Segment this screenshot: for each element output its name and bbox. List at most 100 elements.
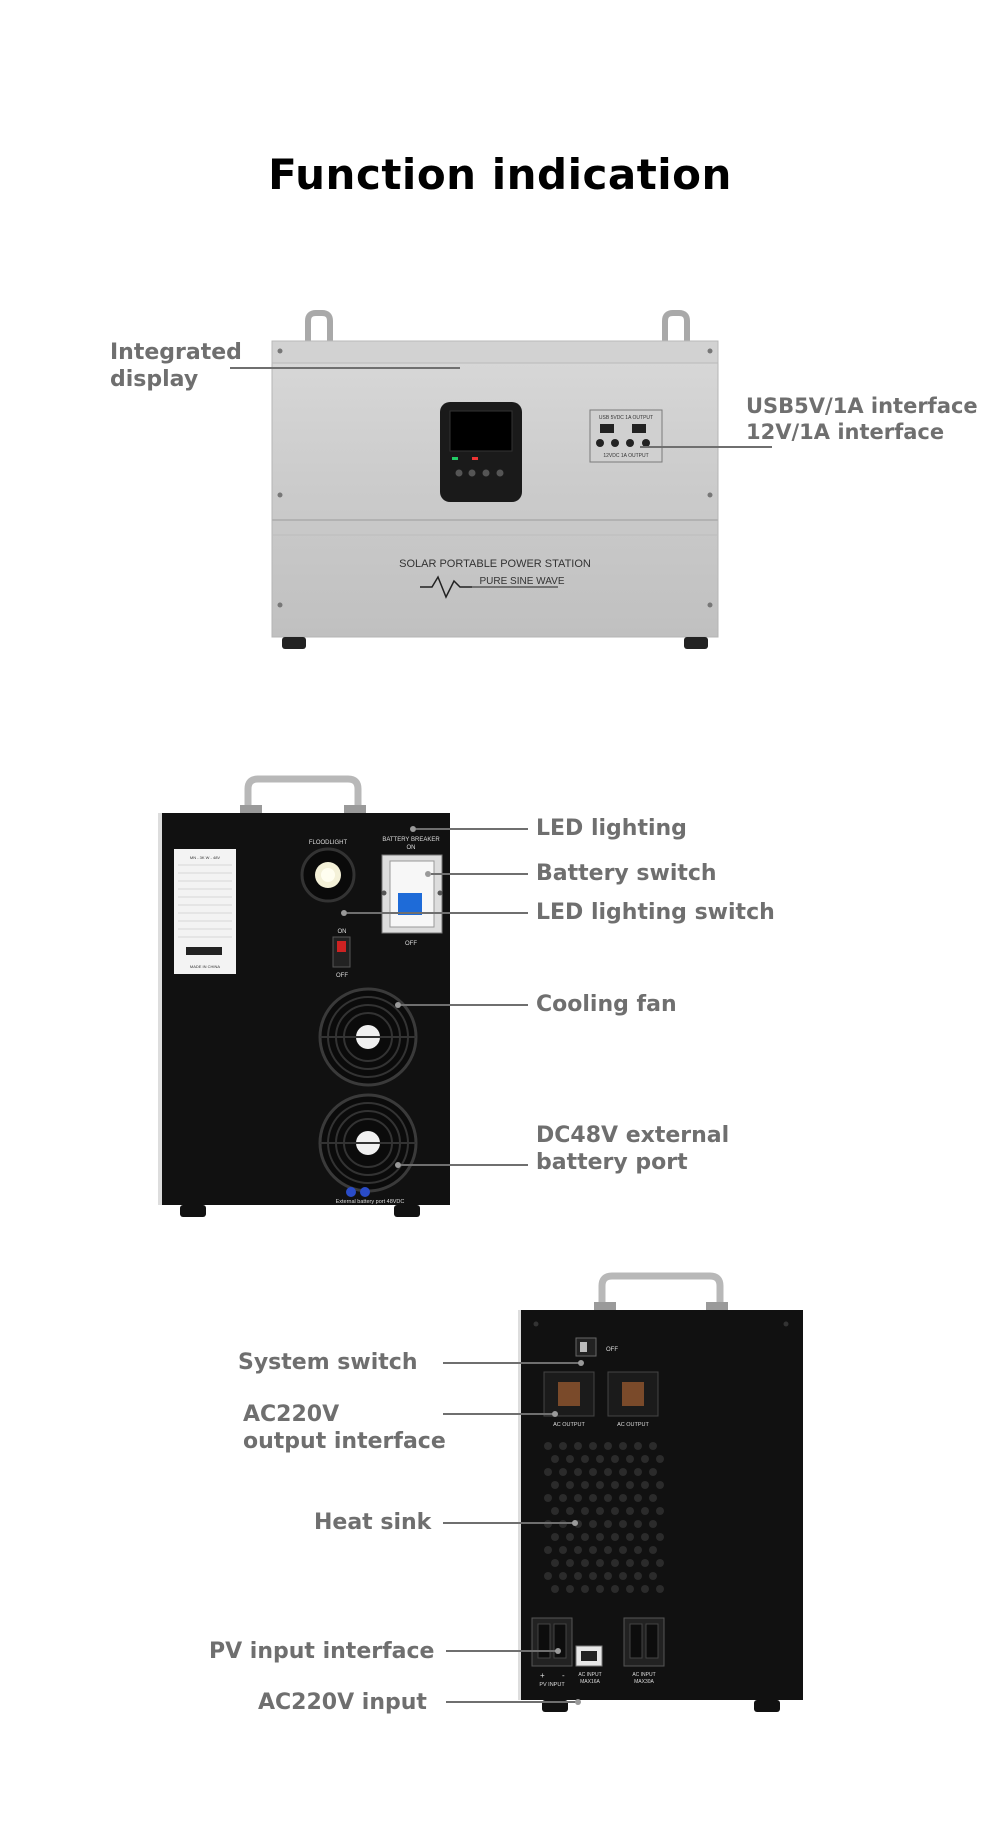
vent-hole: [611, 1455, 619, 1463]
ac-input-1-max: MAX16A: [580, 1679, 600, 1685]
cooling-fan-2: [318, 1093, 418, 1193]
ac-output-1-text: AC OUTPUT: [553, 1422, 585, 1428]
sine-wave-logo: [420, 575, 472, 599]
vent-hole: [641, 1507, 649, 1515]
vent-hole: [589, 1546, 597, 1554]
vent-hole: [551, 1559, 559, 1567]
label-system-switch: System switch: [238, 1350, 418, 1375]
vent-hole: [611, 1585, 619, 1593]
vent-hole: [581, 1559, 589, 1567]
vent-hole: [604, 1520, 612, 1528]
vent-hole: [566, 1559, 574, 1567]
vent-hole: [566, 1533, 574, 1541]
left-handle: [305, 310, 333, 345]
leader-usb-interface: [640, 446, 772, 448]
vent-hole: [581, 1533, 589, 1541]
label-led-lighting-switch: LED lighting switch: [536, 900, 775, 925]
vent-hole: [611, 1481, 619, 1489]
vent-hole: [649, 1546, 657, 1554]
vent-hole: [626, 1559, 634, 1567]
vent-hole: [589, 1494, 597, 1502]
vent-hole: [656, 1455, 664, 1463]
vent-hole: [649, 1572, 657, 1580]
dot-heat-sink: [572, 1520, 578, 1526]
leader-integrated-display: [230, 367, 460, 369]
leader-battery-switch: [431, 873, 528, 875]
floodlight-text: FLOODLIGHT: [309, 840, 348, 846]
dot-battery-switch: [425, 871, 431, 877]
top-handle: [244, 775, 362, 813]
vent-hole: [581, 1507, 589, 1515]
vent-hole: [649, 1520, 657, 1528]
dot-system-switch: [578, 1360, 584, 1366]
back-device-image: OFF AC OUTPUT AC OUTPUT + - PV INPUT AC …: [518, 1272, 803, 1712]
vent-hole: [559, 1468, 567, 1476]
right-handle: [662, 310, 690, 345]
vent-hole: [574, 1442, 582, 1450]
vent-hole: [566, 1455, 574, 1463]
vent-hole: [566, 1481, 574, 1489]
lcd-screen: [449, 410, 513, 452]
vent-hole: [551, 1455, 559, 1463]
vent-hole: [544, 1468, 552, 1476]
vent-hole: [634, 1442, 642, 1450]
dot-ac220v-output: [552, 1411, 558, 1417]
vent-hole: [574, 1546, 582, 1554]
vent-hole: [596, 1481, 604, 1489]
leader-ac220v-output: [443, 1413, 553, 1415]
leader-pv-input-interface: [446, 1650, 556, 1652]
vent-hole: [656, 1507, 664, 1515]
vent-hole: [559, 1442, 567, 1450]
vent-hole: [649, 1442, 657, 1450]
label-ac220v-output: AC220V output interface: [243, 1402, 446, 1454]
vent-hole: [619, 1546, 627, 1554]
usb-panel: [589, 409, 663, 463]
label-usb-interface: USB5V/1A interface 12V/1A interface: [746, 394, 978, 444]
vent-hole: [559, 1546, 567, 1554]
vent-hole: [619, 1468, 627, 1476]
dot-led-lighting: [410, 826, 416, 832]
label-ac220v-input: AC220V input: [258, 1690, 427, 1715]
vent-hole: [596, 1559, 604, 1567]
pv-input-text: PV INPUT: [539, 1682, 565, 1688]
vent-hole: [619, 1494, 627, 1502]
back-top-handle: [598, 1272, 724, 1310]
vent-hole: [551, 1481, 559, 1489]
vent-hole: [604, 1442, 612, 1450]
label-cooling-fan: Cooling fan: [536, 992, 677, 1017]
pv-plus: +: [540, 1671, 545, 1680]
vent-hole: [611, 1507, 619, 1515]
label-pv-input-interface: PV input interface: [209, 1639, 435, 1664]
leader-led-lighting: [416, 828, 528, 830]
vent-hole: [566, 1507, 574, 1515]
vent-hole: [634, 1520, 642, 1528]
vent-hole: [551, 1533, 559, 1541]
vent-hole: [626, 1585, 634, 1593]
cooling-fan-1: [318, 987, 418, 1087]
vent-hole: [641, 1559, 649, 1567]
front-device-image: USB 5VDC 1A OUTPUT 12VDC 1A OUTPUT SOLAR…: [271, 310, 719, 649]
vent-hole: [574, 1572, 582, 1580]
vent-hole: [641, 1455, 649, 1463]
vent-hole: [604, 1494, 612, 1502]
ac-output-2-text: AC OUTPUT: [617, 1422, 649, 1428]
vent-hole: [596, 1455, 604, 1463]
vent-hole: [626, 1455, 634, 1463]
vent-hole: [656, 1585, 664, 1593]
leader-system-switch: [443, 1362, 579, 1364]
vent-hole: [604, 1468, 612, 1476]
side-device-image: MN - 3K W - 48V MADE IN CHINA FLOODLIGHT…: [158, 775, 450, 1217]
vent-hole: [611, 1559, 619, 1567]
sticker-title: MN - 3K W - 48V: [190, 855, 221, 860]
vent-hole: [604, 1572, 612, 1580]
dot-dc48v-port: [395, 1162, 401, 1168]
vent-hole: [634, 1494, 642, 1502]
vent-hole: [626, 1533, 634, 1541]
device-text-line1: SOLAR PORTABLE POWER STATION: [399, 558, 591, 570]
leader-led-lighting-switch: [347, 912, 528, 914]
vent-hole: [649, 1468, 657, 1476]
vent-hole: [589, 1468, 597, 1476]
pv-minus: -: [562, 1671, 565, 1680]
spec-sticker: [174, 849, 236, 974]
leader-heat-sink: [443, 1522, 573, 1524]
